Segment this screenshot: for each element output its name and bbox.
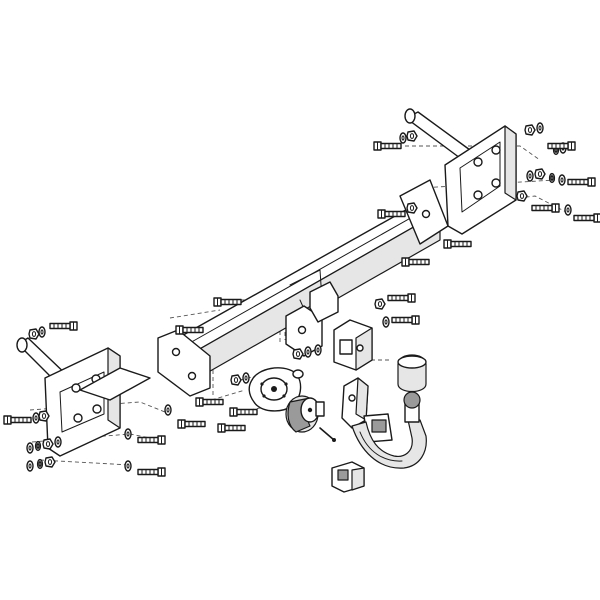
ball-cover (397, 354, 427, 393)
tow-ball-neck (341, 377, 427, 469)
washer (314, 344, 322, 356)
center-mount-plates (285, 281, 339, 357)
nut (44, 456, 56, 468)
washer (526, 170, 534, 182)
washer (26, 460, 34, 472)
washer (32, 412, 40, 424)
socket-plate (248, 367, 304, 412)
nut (42, 438, 54, 450)
bolt (401, 257, 430, 267)
bolt (177, 419, 206, 429)
bolt (195, 397, 224, 407)
nut (534, 168, 546, 180)
bolt (137, 467, 166, 477)
bolt (217, 423, 246, 433)
bolt (387, 293, 416, 303)
washer (564, 204, 572, 216)
nut (292, 348, 304, 360)
washer (399, 132, 407, 144)
washer (304, 346, 312, 358)
nut (374, 298, 386, 310)
nut (524, 124, 536, 136)
electrical-socket (285, 395, 325, 433)
bolt (573, 213, 600, 223)
nut (230, 374, 242, 386)
washer (548, 172, 556, 184)
bolt (3, 415, 32, 425)
nut (406, 202, 418, 214)
washer (382, 316, 390, 328)
receiver-block (333, 319, 373, 371)
washer (242, 372, 250, 384)
bolt (531, 203, 560, 213)
nut (406, 130, 418, 142)
washer (124, 428, 132, 440)
washer (38, 326, 46, 338)
bolt (49, 321, 78, 331)
washer (26, 442, 34, 454)
bolt (391, 315, 420, 325)
bolt (175, 325, 204, 335)
nut (38, 410, 50, 422)
left-bracket (16, 329, 211, 457)
bolt (373, 141, 402, 151)
washer (164, 404, 172, 416)
bolt (213, 297, 242, 307)
washer (558, 174, 566, 186)
bolt (137, 435, 166, 445)
socket-pin (319, 427, 336, 442)
washer (124, 460, 132, 472)
bolt (229, 407, 258, 417)
washer (54, 436, 62, 448)
nut (28, 328, 40, 340)
bolt (547, 141, 576, 151)
washer (34, 440, 42, 452)
bolt (567, 177, 596, 187)
right-bracket (399, 108, 517, 245)
nut (516, 190, 528, 202)
lock-clip (331, 461, 365, 493)
bolt (443, 239, 472, 249)
washer (536, 122, 544, 134)
washer (36, 458, 44, 470)
bolt (377, 209, 406, 219)
